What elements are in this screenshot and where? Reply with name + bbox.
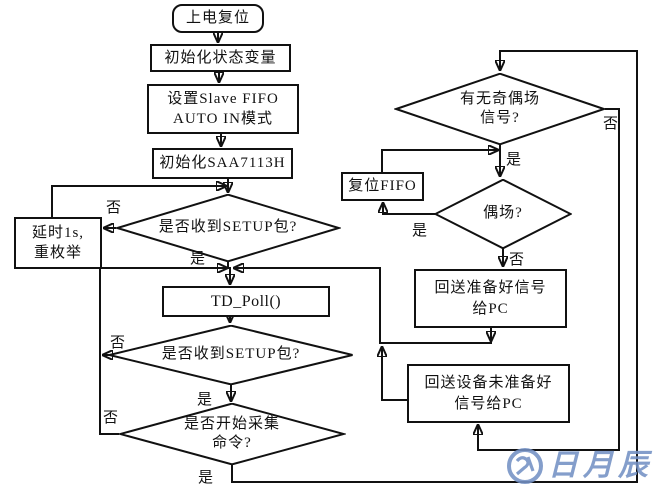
node-td-poll-label: TD_Poll() bbox=[210, 292, 282, 310]
node-power-on-reset: 上电复位 bbox=[172, 4, 264, 33]
decision-start-capture-cmd: 是否开始采集 命令? bbox=[118, 403, 346, 465]
node-send-ready-line2: 给PC bbox=[472, 300, 509, 317]
node-init-state-vars-label: 初始化状态变量 bbox=[164, 49, 277, 66]
branch-no-evenfield: 否 bbox=[509, 252, 525, 268]
node-delay-line2: 重枚举 bbox=[33, 245, 82, 261]
branch-yes-fieldsignal: 是 bbox=[506, 152, 522, 168]
branch-yes-evenfield: 是 bbox=[412, 223, 428, 239]
watermark-text: 日月辰 bbox=[548, 449, 653, 482]
node-reset-fifo-label: 复位FIFO bbox=[348, 178, 417, 195]
edge-notready-to-feedback bbox=[382, 346, 408, 401]
branch-no-startcmd: 否 bbox=[103, 410, 119, 426]
node-set-slave-fifo-line2: AUTO IN模式 bbox=[173, 111, 273, 127]
sun-moon-logo-icon bbox=[507, 448, 543, 484]
branch-no-setup2: 否 bbox=[110, 335, 126, 351]
node-set-slave-fifo: 设置Slave FIFO AUTO IN模式 bbox=[147, 84, 299, 134]
edge-resetfifo-return bbox=[381, 150, 499, 173]
edge-startcmd-yes-to-fieldsignal bbox=[231, 50, 638, 483]
node-send-ready-signal: 回送准备好信号 给PC bbox=[414, 269, 567, 328]
branch-no-setup1: 否 bbox=[106, 200, 122, 216]
decision-setup-received-1: 是否收到SETUP包? bbox=[115, 194, 341, 262]
edge-evenfield-yes-to-resetfifo bbox=[383, 202, 435, 215]
decision-setup-received-2: 是否收到SETUP包? bbox=[107, 325, 355, 385]
node-delay-line1: 延时1s, bbox=[31, 224, 85, 241]
node-init-saa7113h-label: 初始化SAA7113H bbox=[159, 155, 286, 172]
edge-fieldsignal-no-to-notready bbox=[478, 108, 620, 451]
decision-start-capture-line1: 是否开始采集 bbox=[183, 415, 280, 432]
node-send-not-ready-line2: 信号给PC bbox=[454, 395, 523, 412]
node-power-on-reset-label: 上电复位 bbox=[185, 10, 250, 27]
node-send-ready-line1: 回送准备好信号 bbox=[434, 280, 547, 297]
node-reset-fifo: 复位FIFO bbox=[341, 172, 424, 201]
node-send-not-ready-line1: 回送设备未准备好 bbox=[424, 375, 553, 392]
branch-yes-startcmd: 是 bbox=[198, 470, 214, 486]
node-td-poll: TD_Poll() bbox=[162, 286, 330, 317]
branch-yes-setup1: 是 bbox=[190, 251, 206, 267]
node-send-not-ready-signal: 回送设备未准备好 信号给PC bbox=[407, 364, 570, 423]
decision-field-signal-line1: 有无奇偶场 bbox=[459, 90, 540, 107]
edge-left-loop-to-junction bbox=[99, 268, 228, 435]
decision-setup-received-1-label: 是否收到SETUP包? bbox=[158, 219, 298, 236]
edge-delay-reenumerate-loop bbox=[51, 186, 227, 218]
edge-right-feedback-to-junction bbox=[233, 268, 492, 344]
branch-yes-setup2: 是 bbox=[197, 392, 213, 408]
decision-even-field-label: 偶场? bbox=[483, 205, 523, 222]
decision-field-signal-line2: 信号? bbox=[480, 110, 520, 126]
decision-even-field: 偶场? bbox=[434, 179, 572, 249]
branch-no-fieldsignal: 否 bbox=[603, 116, 619, 132]
node-init-saa7113h: 初始化SAA7113H bbox=[152, 148, 293, 179]
watermark: 日月辰 bbox=[505, 446, 653, 486]
node-set-slave-fifo-line1: 设置Slave FIFO bbox=[167, 90, 279, 107]
node-delay-reenumerate: 延时1s, 重枚举 bbox=[14, 217, 102, 269]
node-init-state-vars: 初始化状态变量 bbox=[150, 44, 291, 72]
decision-field-signal: 有无奇偶场 信号? bbox=[394, 73, 606, 145]
decision-setup-received-2-label: 是否收到SETUP包? bbox=[161, 346, 301, 363]
decision-start-capture-line2: 命令? bbox=[212, 435, 252, 451]
